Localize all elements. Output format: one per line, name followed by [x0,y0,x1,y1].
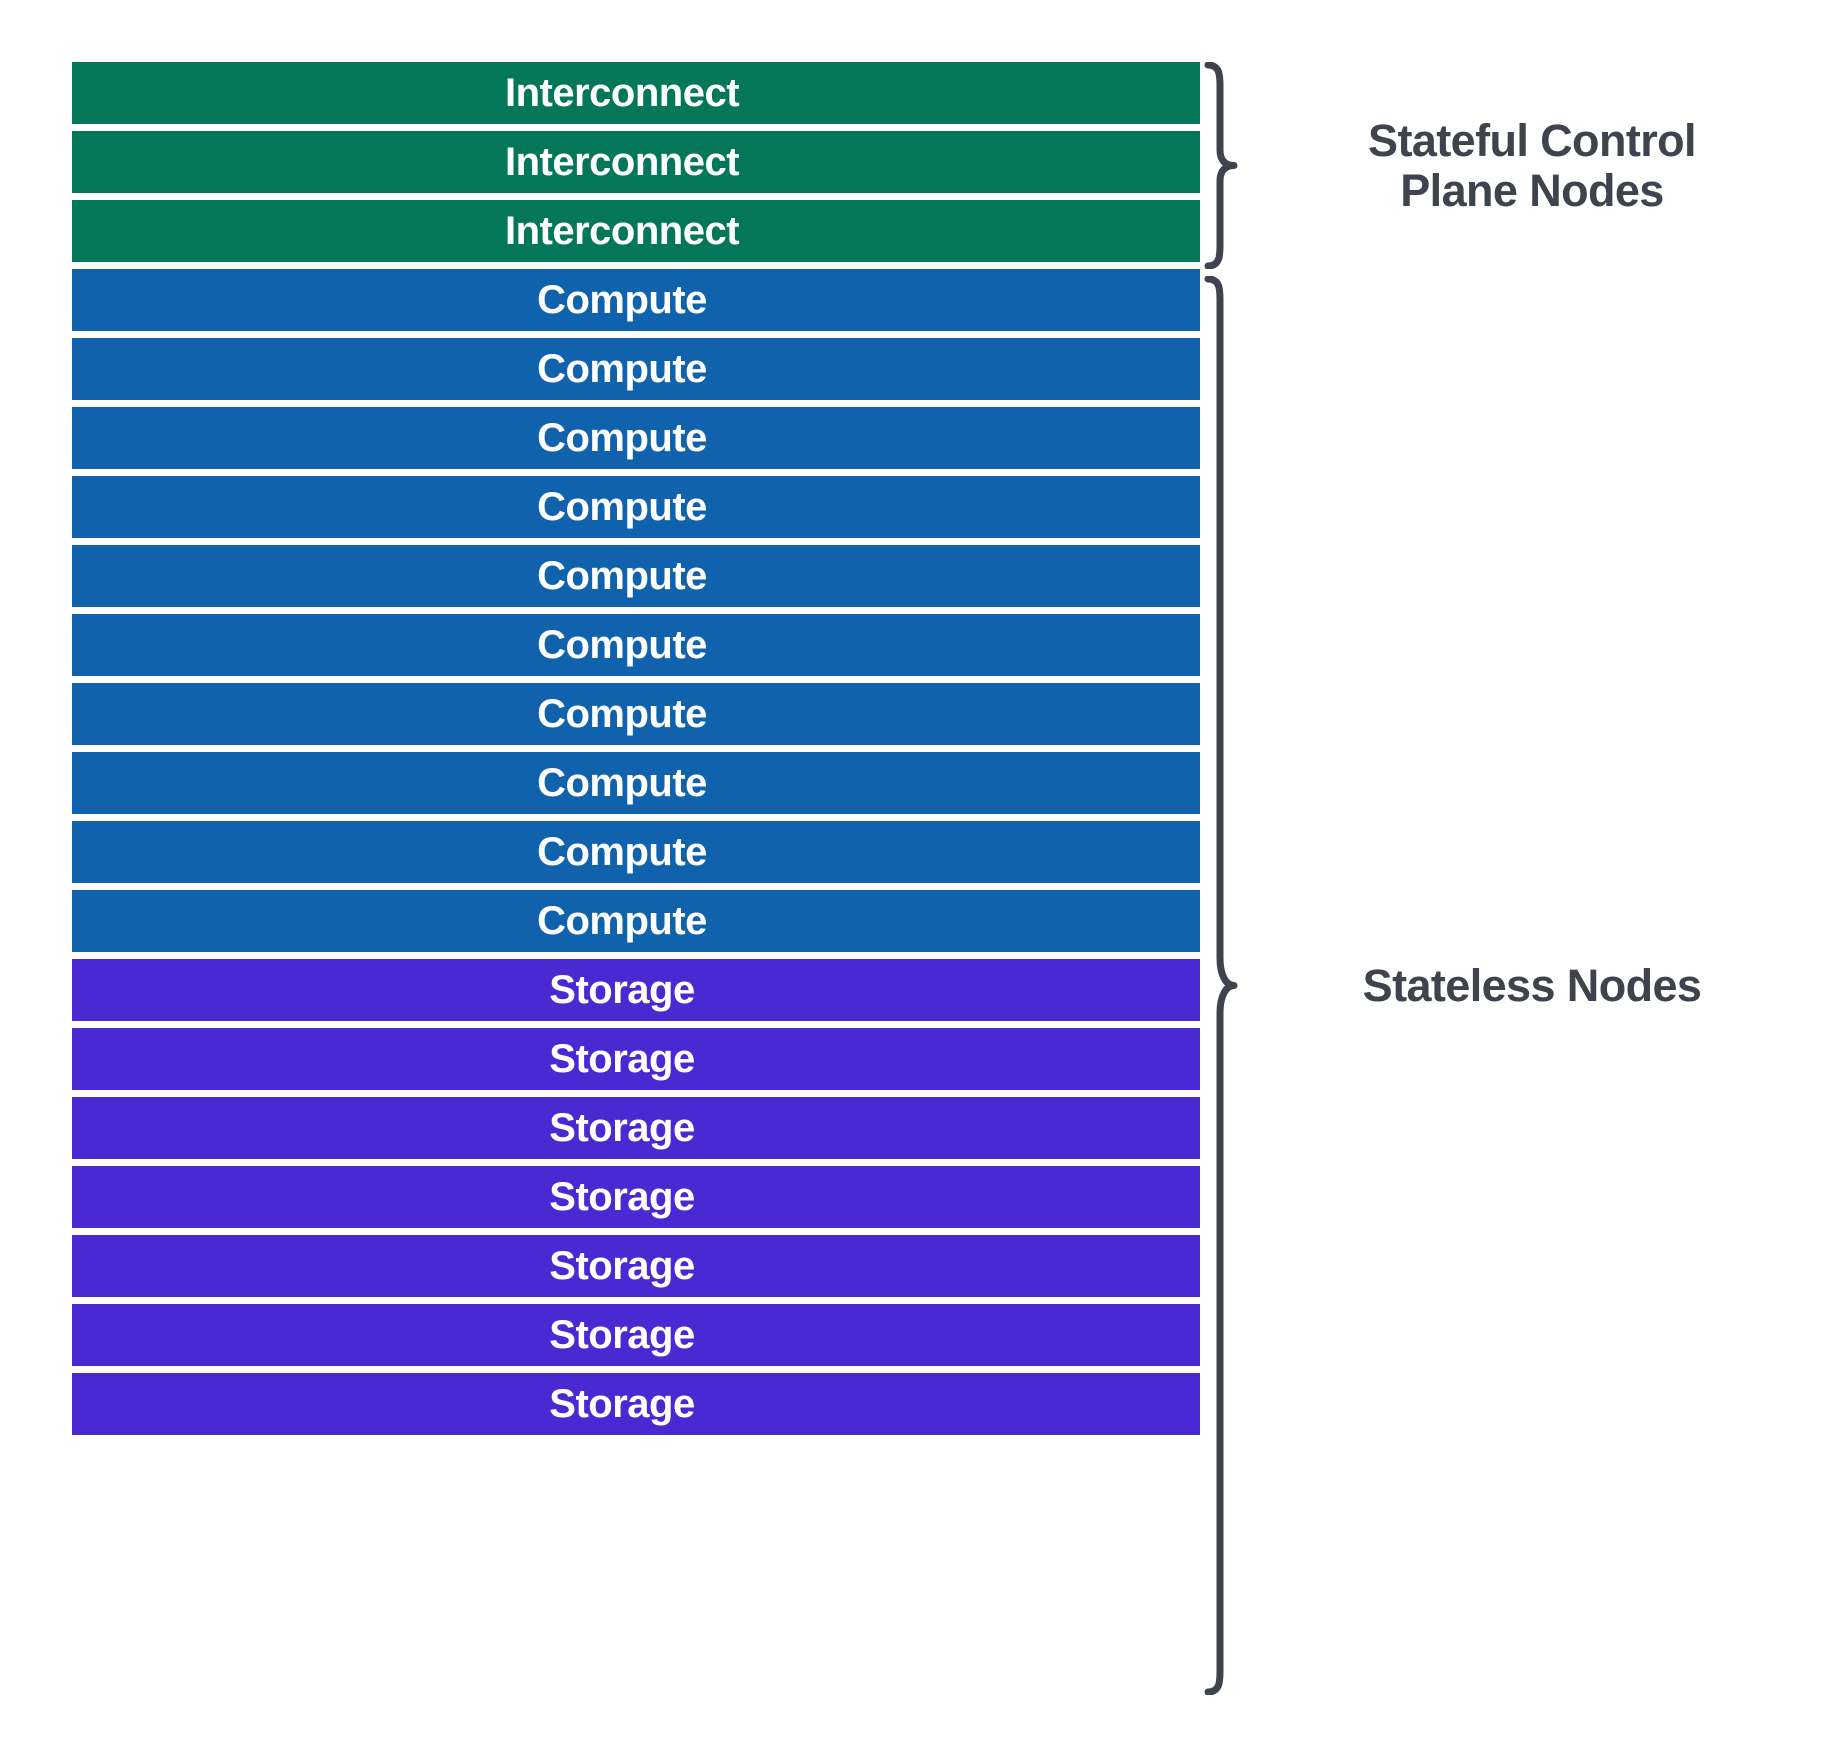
node-bar-label: Storage [549,1244,695,1288]
node-bar-label: Storage [549,1106,695,1150]
node-bar-label: Compute [537,623,707,667]
brace-group-stateful-control-plane: Stateful Control Plane Nodes [1204,62,1782,269]
node-bar-label: Compute [537,899,707,943]
brace-label-stateless: Stateless Nodes [1362,959,1702,1011]
node-bar-compute: Compute [72,752,1200,814]
node-bar-label: Storage [549,1313,695,1357]
curly-brace-icon [1204,62,1238,269]
node-bar-label: Storage [549,1037,695,1081]
node-bar-interconnect: Interconnect [72,200,1200,262]
node-bar-compute: Compute [72,890,1200,952]
node-bar-storage: Storage [72,1028,1200,1090]
curly-brace-icon [1204,276,1238,1695]
node-bar-label: Compute [537,761,707,805]
node-bar-label: Compute [537,416,707,460]
node-bar-compute: Compute [72,545,1200,607]
node-bar-label: Interconnect [504,209,740,253]
node-bar-compute: Compute [72,338,1200,400]
node-bar-storage: Storage [72,959,1200,1021]
node-bar-label: Compute [537,485,707,529]
node-bar-storage: Storage [72,1097,1200,1159]
node-bar-label: Compute [537,830,707,874]
node-bar-compute: Compute [72,476,1200,538]
node-bar-storage: Storage [72,1304,1200,1366]
node-bar-label: Compute [537,347,707,391]
node-bar-storage: Storage [72,1235,1200,1297]
node-bar-label: Interconnect [504,71,740,115]
node-bar-label: Storage [549,1382,695,1426]
node-bar-interconnect: Interconnect [72,62,1200,124]
node-bar-label: Storage [549,1175,695,1219]
node-bar-label: Interconnect [504,140,740,184]
node-bar-label: Compute [537,554,707,598]
node-bar-compute: Compute [72,407,1200,469]
node-bar-compute: Compute [72,614,1200,676]
node-bar-compute: Compute [72,821,1200,883]
node-bar-storage: Storage [72,1373,1200,1435]
brace-label-stateful: Stateful Control Plane Nodes [1368,115,1696,216]
node-bar-interconnect: Interconnect [72,131,1200,193]
node-bar-compute: Compute [72,683,1200,745]
node-bar-compute: Compute [72,269,1200,331]
brace-group-stateless-nodes: Stateless Nodes [1204,276,1782,1695]
node-bar-label: Compute [537,692,707,736]
node-bar-storage: Storage [72,1166,1200,1228]
node-bar-label: Storage [549,968,695,1012]
node-bar-label: Compute [537,278,707,322]
